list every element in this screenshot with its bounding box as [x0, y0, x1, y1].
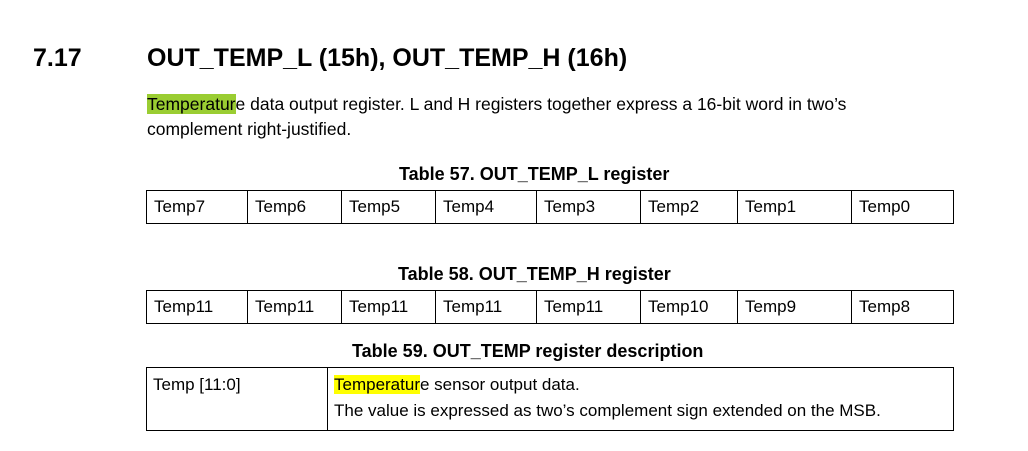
- table58-caption: Table 58. OUT_TEMP_H register: [398, 264, 671, 284]
- register-bit-cell: Temp5: [341, 190, 436, 224]
- highlighted-word: Temperatur: [334, 375, 420, 394]
- register-bit-cell: Temp6: [247, 190, 342, 224]
- highlighted-word: Temperatur: [147, 94, 236, 114]
- field-name-cell: Temp [11:0]: [146, 367, 328, 431]
- out-temp-l-register-table: Temp7 Temp6 Temp5 Temp4 Temp3 Temp2 Temp…: [146, 190, 954, 224]
- register-bit-cell: Temp3: [536, 190, 641, 224]
- register-bit-cell: Temp7: [146, 190, 248, 224]
- section-title: OUT_TEMP_L (15h), OUT_TEMP_H (16h): [147, 44, 628, 72]
- table57-caption: Table 57. OUT_TEMP_L register: [399, 164, 670, 184]
- out-temp-description-table: Temp [11:0] Temperature sensor output da…: [146, 367, 954, 431]
- table-row: Temp11 Temp11 Temp11 Temp11 Temp11 Temp1…: [146, 290, 954, 324]
- intro-text-line1: e data output register. L and H register…: [235, 94, 847, 114]
- intro-text-line2: complement right-justified.: [147, 119, 352, 139]
- table-row: Temp [11:0] Temperature sensor output da…: [146, 367, 954, 431]
- register-bit-cell: Temp11: [146, 290, 248, 324]
- description-line2: The value is expressed as two’s compleme…: [334, 401, 881, 420]
- table-row: Temp7 Temp6 Temp5 Temp4 Temp3 Temp2 Temp…: [146, 190, 954, 224]
- register-bit-cell: Temp1: [737, 190, 852, 224]
- register-bit-cell: Temp11: [536, 290, 641, 324]
- register-bit-cell: Temp11: [247, 290, 342, 324]
- register-bit-cell: Temp2: [640, 190, 738, 224]
- register-bit-cell: Temp9: [737, 290, 852, 324]
- register-bit-cell: Temp0: [851, 190, 954, 224]
- section-number: 7.17: [33, 44, 82, 72]
- register-bit-cell: Temp8: [851, 290, 954, 324]
- register-bit-cell: Temp11: [341, 290, 436, 324]
- description-line1: e sensor output data.: [419, 375, 580, 394]
- register-bit-cell: Temp4: [435, 190, 537, 224]
- register-bit-cell: Temp11: [435, 290, 537, 324]
- field-description-cell: Temperature sensor output data. The valu…: [327, 367, 954, 431]
- register-bit-cell: Temp10: [640, 290, 738, 324]
- table59-caption: Table 59. OUT_TEMP register description: [352, 341, 704, 361]
- intro-paragraph: Temperature data output register. L and …: [147, 92, 967, 142]
- out-temp-h-register-table: Temp11 Temp11 Temp11 Temp11 Temp11 Temp1…: [146, 290, 954, 324]
